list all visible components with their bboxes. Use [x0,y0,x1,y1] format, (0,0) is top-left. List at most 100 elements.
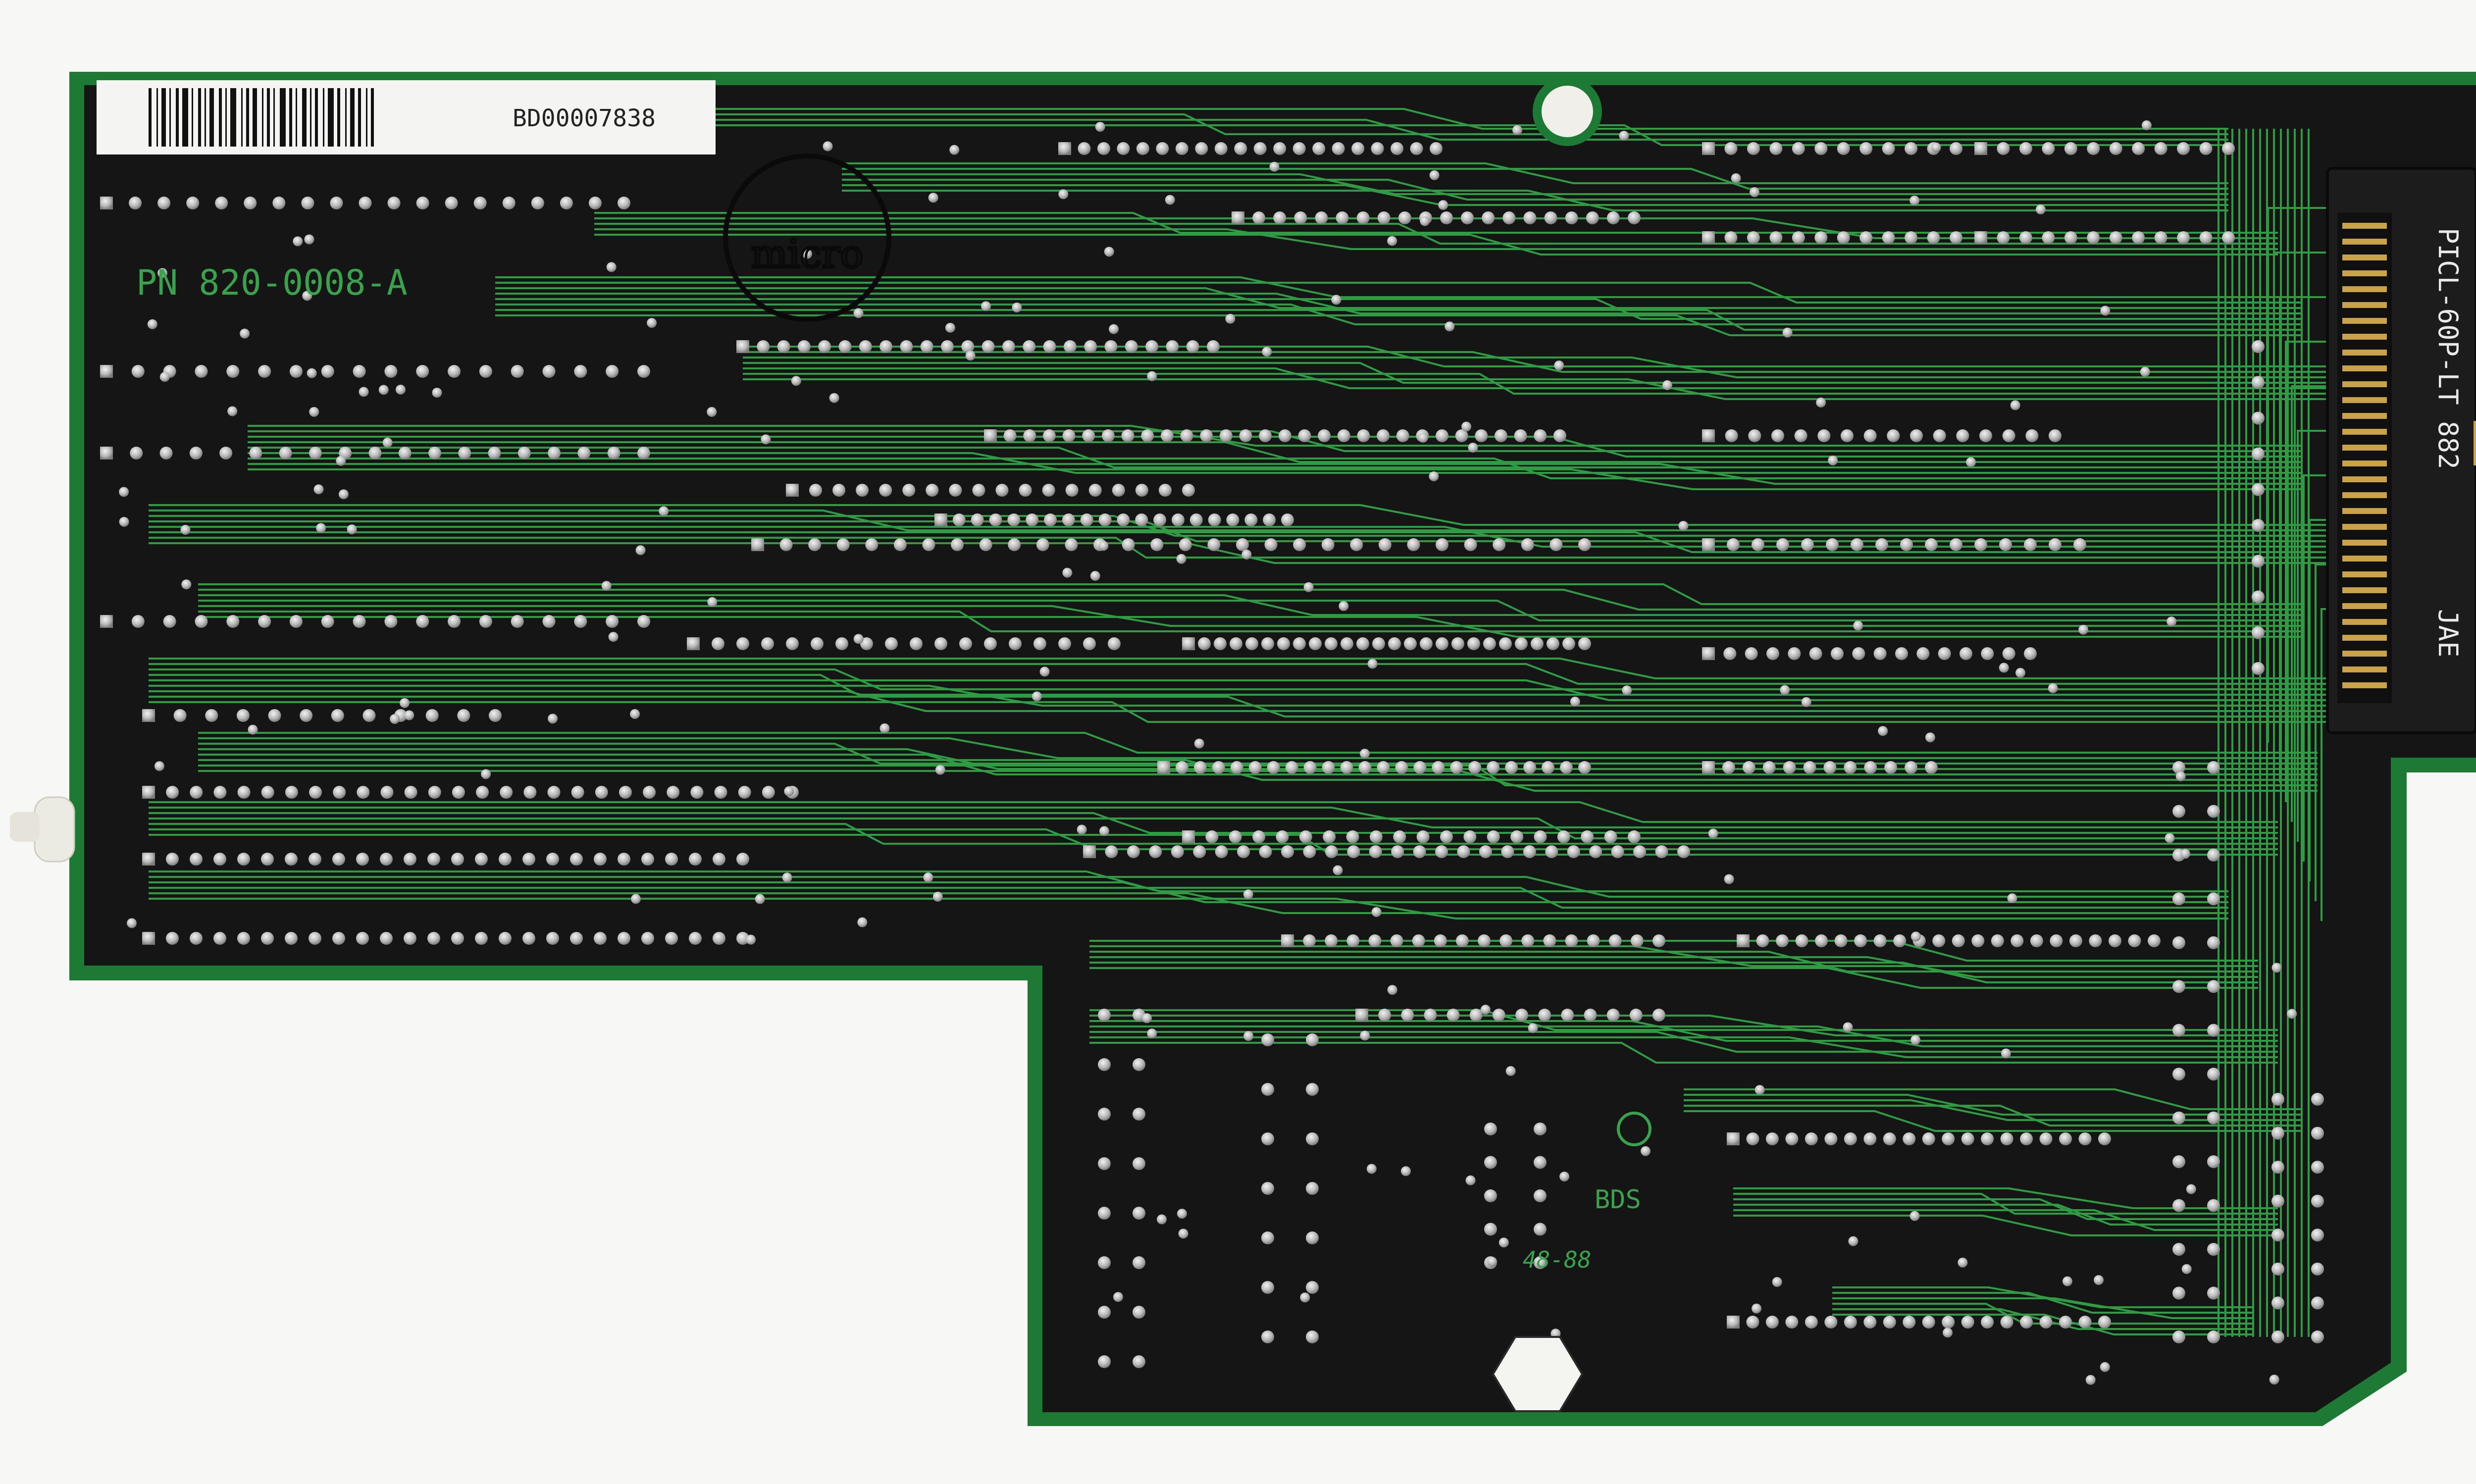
via [378,385,389,395]
solder-pad [451,853,464,866]
connector-pin [2342,302,2387,308]
solder-pad [1655,845,1668,858]
solder-pad [1882,142,1895,155]
solder-pad [2207,936,2220,949]
via [390,714,400,724]
solder-pad [1724,142,1738,155]
solder-pad [1166,340,1179,353]
solder-pad [213,786,227,799]
via [1619,131,1629,141]
via [1062,567,1073,578]
solder-pad [473,197,487,209]
solder-pad [258,365,271,378]
solder-pad [205,709,218,722]
solder-pad [131,365,145,378]
solder-pad [1863,1316,1877,1329]
via [382,437,393,448]
solder-pad [261,786,274,799]
solder-pad [1368,934,1382,947]
solder-pad [2311,1126,2324,1140]
solder-pad [1244,513,1258,526]
solder-pad [1171,845,1184,858]
trace [149,892,2228,914]
solder-pad [1276,830,1289,843]
solder-pad [1702,647,1715,660]
solder-pad [1325,637,1338,650]
solder-pad [2172,1243,2185,1256]
solder-pad [1234,142,1247,155]
solder-pad [1101,429,1115,442]
via [879,723,890,733]
solder-pad [448,365,461,378]
via [2100,306,2111,316]
via [1243,1031,1254,1041]
via [1444,321,1455,332]
solder-pad [289,615,303,628]
solder-pad [190,932,203,945]
trace [198,600,2303,621]
solder-pad [1900,538,1913,551]
solder-pad [398,447,412,460]
solder-pad [1587,934,1600,947]
solder-pad [1893,934,1907,947]
solder-pad [2087,231,2100,244]
via [1176,554,1186,564]
solder-pad [2078,1316,2092,1329]
solder-pad [1515,637,1528,650]
solder-pad [309,786,322,799]
solder-pad [687,637,700,650]
via [1387,236,1397,246]
solder-pad [476,786,489,799]
solder-pad [835,637,848,650]
solder-pad [1424,1009,1437,1022]
solder-pad [1950,538,1962,551]
solder-pad [416,365,429,378]
barcode [149,88,374,147]
solder-pad [879,484,892,497]
date-code: 48-88 [1523,1246,1591,1273]
solder-pad [499,932,512,945]
solder-pad [1455,934,1469,947]
solder-pad [1080,513,1093,526]
solder-pad [1153,513,1167,526]
solder-pad [736,932,749,945]
solder-pad [809,484,823,497]
solder-pad [517,447,531,460]
solder-pad [1547,637,1559,650]
solder-pad [643,786,656,799]
connector-pin [2342,540,2387,546]
solder-pad [445,197,458,209]
connector-pins [2342,223,2387,688]
solder-pad [1281,934,1294,947]
solder-pad [594,853,607,866]
trace [2315,563,2327,901]
solder-pad [1534,1123,1547,1135]
via [2035,204,2046,214]
solder-pad [1805,1316,1818,1329]
solder-pad [637,365,650,378]
solder-pad [1495,429,1508,442]
via [1012,303,1022,313]
solder-pad [448,615,461,628]
via [1241,549,1252,560]
solder-pad [1273,211,1287,224]
via [1438,200,1448,210]
solder-pad [1377,429,1390,442]
barcode-bar [350,88,355,147]
solder-pad [1824,1132,1838,1145]
trace [495,108,2228,130]
solder-pad [2059,1132,2072,1145]
solder-pad [618,932,630,945]
solder-pad [926,484,939,497]
solder-pad [1398,211,1411,224]
solder-pad [427,932,440,945]
solder-pad [2271,1228,2284,1242]
solder-pad [1083,845,1096,858]
via [2166,616,2177,627]
solder-pad [1156,142,1169,155]
solder-pad [1859,231,1873,244]
via [1528,1023,1538,1033]
barcode-bar [219,88,222,147]
solder-pad [489,709,502,722]
